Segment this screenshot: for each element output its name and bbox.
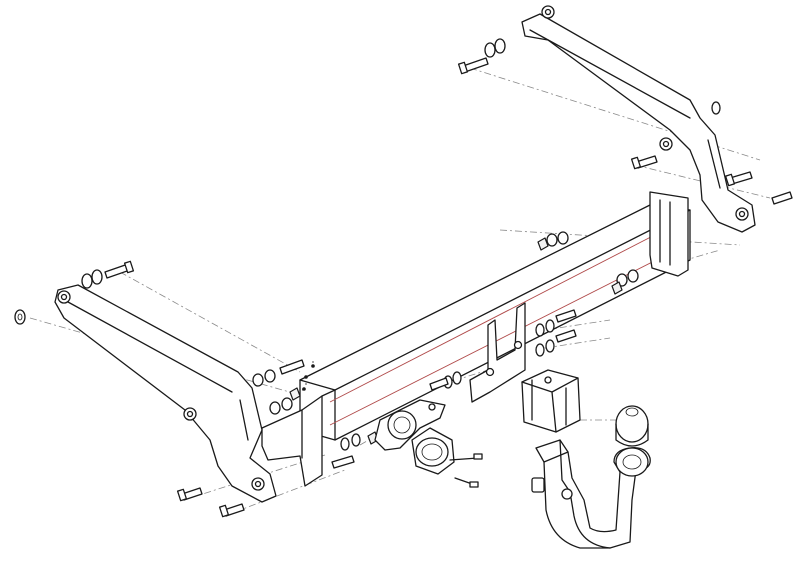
lock-receiver [521, 369, 581, 433]
crossbar-tube [261, 191, 691, 487]
tow-ball [615, 405, 649, 447]
right-side-bracket [521, 5, 756, 233]
left-side-bracket [54, 284, 277, 503]
tow-ball-neck [531, 439, 651, 549]
socket-plate [374, 399, 446, 451]
bolts [104, 57, 793, 518]
electrical-socket [411, 427, 483, 488]
